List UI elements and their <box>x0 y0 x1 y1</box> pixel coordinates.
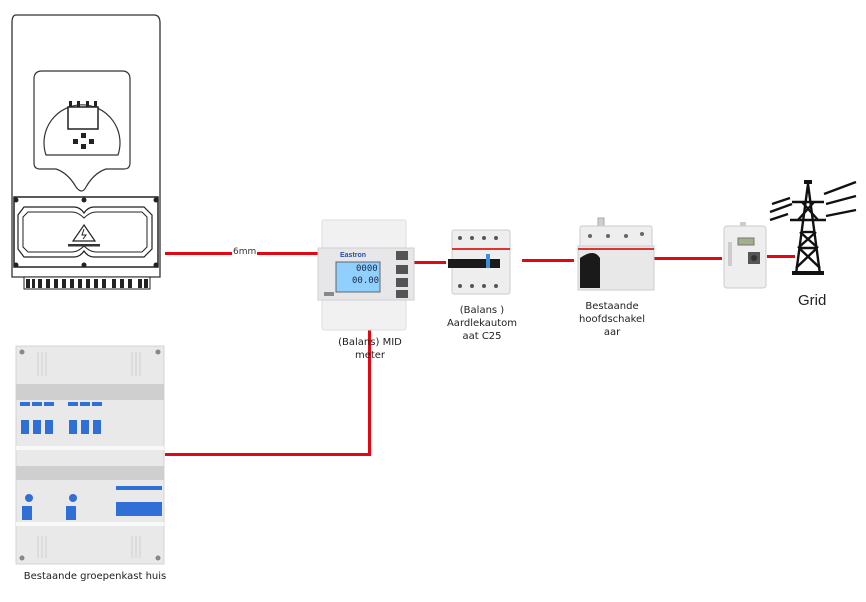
main-switch-label-line3: aar <box>603 327 621 338</box>
wire-utility-meter-to-grid <box>767 255 795 258</box>
utility-meter[interactable] <box>722 222 768 290</box>
mid-meter-label-line2: meter <box>354 350 386 361</box>
wire-meter-vertical <box>368 330 371 456</box>
energy-meter-icon <box>317 219 415 331</box>
rcbo-label-line3: aat C25 <box>462 331 502 342</box>
wire-rcbo-to-main-switch <box>522 259 574 262</box>
wire-meter-to-rcbo <box>412 261 446 264</box>
inverter-icon <box>11 14 161 290</box>
main-switch-icon <box>577 217 655 291</box>
meter-reading-top: 0000 <box>356 264 378 274</box>
wire-size-label: 6mm <box>232 247 258 257</box>
rcbo-label-line1: (Balans ) <box>459 305 505 316</box>
main-switch-label: Bestaande hoofdschakel aar <box>570 300 654 339</box>
main-switch-label-line2: hoofdschakel <box>579 314 645 325</box>
wire-meter-to-distribution-board <box>165 453 371 456</box>
mid-meter-label-line1: (Balans) MID <box>338 337 402 348</box>
mid-meter[interactable]: Eastron 0000 00.00 <box>317 218 416 332</box>
main-switch[interactable] <box>574 217 655 291</box>
wire-main-switch-to-utility-meter <box>652 257 722 260</box>
mid-meter-label: (Balans) MID meter <box>318 336 422 362</box>
main-switch-label-line1: Bestaande <box>585 301 639 312</box>
grid-tower[interactable] <box>768 176 864 280</box>
rcbo-label: (Balans ) Aardlekautom aat C25 <box>440 304 524 343</box>
utility-meter-icon <box>723 222 767 289</box>
inverter[interactable] <box>10 14 162 291</box>
rcbo-breaker-icon <box>448 229 511 295</box>
grid-label: Grid <box>798 292 827 309</box>
transmission-tower-icon <box>769 180 857 275</box>
rcbo-breaker[interactable] <box>446 228 512 296</box>
distribution-board-label: Bestaande groepenkast huis <box>23 571 167 582</box>
meter-brand: Eastron <box>340 252 367 259</box>
meter-reading-bottom: 00.00 <box>352 276 380 286</box>
rcbo-label-line2: Aardlekautom <box>446 318 518 329</box>
distribution-board[interactable] <box>15 345 165 565</box>
distribution-board-icon <box>15 345 165 565</box>
